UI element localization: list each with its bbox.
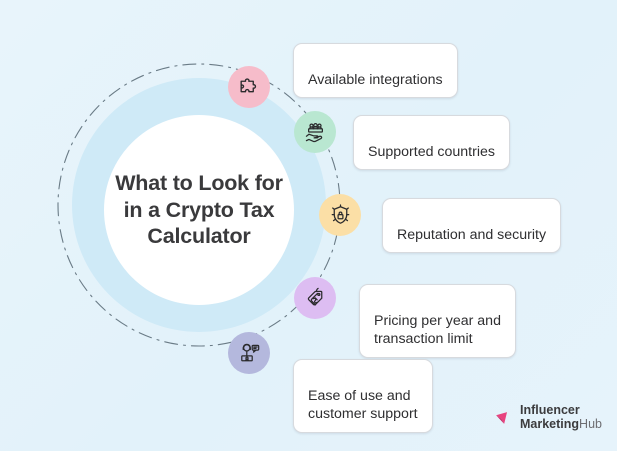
icon-bubble-pricing-per-year[interactable] <box>294 277 336 319</box>
logo-arrow-icon <box>496 412 508 424</box>
label-chip-supported-countries[interactable]: Supported countries <box>353 115 510 171</box>
customer-support-icon <box>240 343 259 361</box>
logo-wordmark: Influencer MarketingHub <box>520 403 602 432</box>
brand-logo[interactable]: Influencer MarketingHub <box>494 403 602 432</box>
logo-marketing-text: Marketing <box>520 416 580 431</box>
puzzle-piece-icon <box>239 77 256 92</box>
logo-hub-text: Hub <box>579 416 602 431</box>
page-title: What to Look for in a Crypto Tax Calcula… <box>104 115 294 305</box>
logo-line-influencer: Influencer <box>520 403 580 417</box>
people-on-hand-icon <box>305 122 323 142</box>
icon-bubble-ease-of-use-support[interactable] <box>228 332 270 374</box>
chip-label-text: Available integrations <box>308 71 443 88</box>
icon-bubble-available-integrations[interactable] <box>228 66 270 108</box>
chip-label-text: Pricing per year and transaction limit <box>374 312 501 348</box>
label-chip-ease-of-use-support[interactable]: Ease of use and customer support <box>293 359 433 434</box>
icon-bubble-supported-countries[interactable] <box>294 111 336 153</box>
label-chip-pricing-per-year[interactable]: Pricing per year and transaction limit <box>359 284 516 359</box>
inner-white-circle <box>104 115 294 305</box>
shield-lock-icon <box>331 203 349 224</box>
label-chip-reputation-and-security[interactable]: Reputation and security <box>382 198 562 254</box>
price-tags-icon <box>307 287 322 305</box>
label-chip-available-integrations[interactable]: Available integrations <box>293 43 458 99</box>
logo-line-marketinghub: MarketingHub <box>520 416 602 432</box>
chip-label-text: Ease of use and customer support <box>308 387 418 423</box>
chip-label-text: Supported countries <box>368 143 495 160</box>
chip-label-text: Reputation and security <box>397 226 547 243</box>
icon-bubble-reputation-and-security[interactable] <box>319 194 361 236</box>
center-title-text: What to Look for in a Crypto Tax Calcula… <box>115 171 283 249</box>
